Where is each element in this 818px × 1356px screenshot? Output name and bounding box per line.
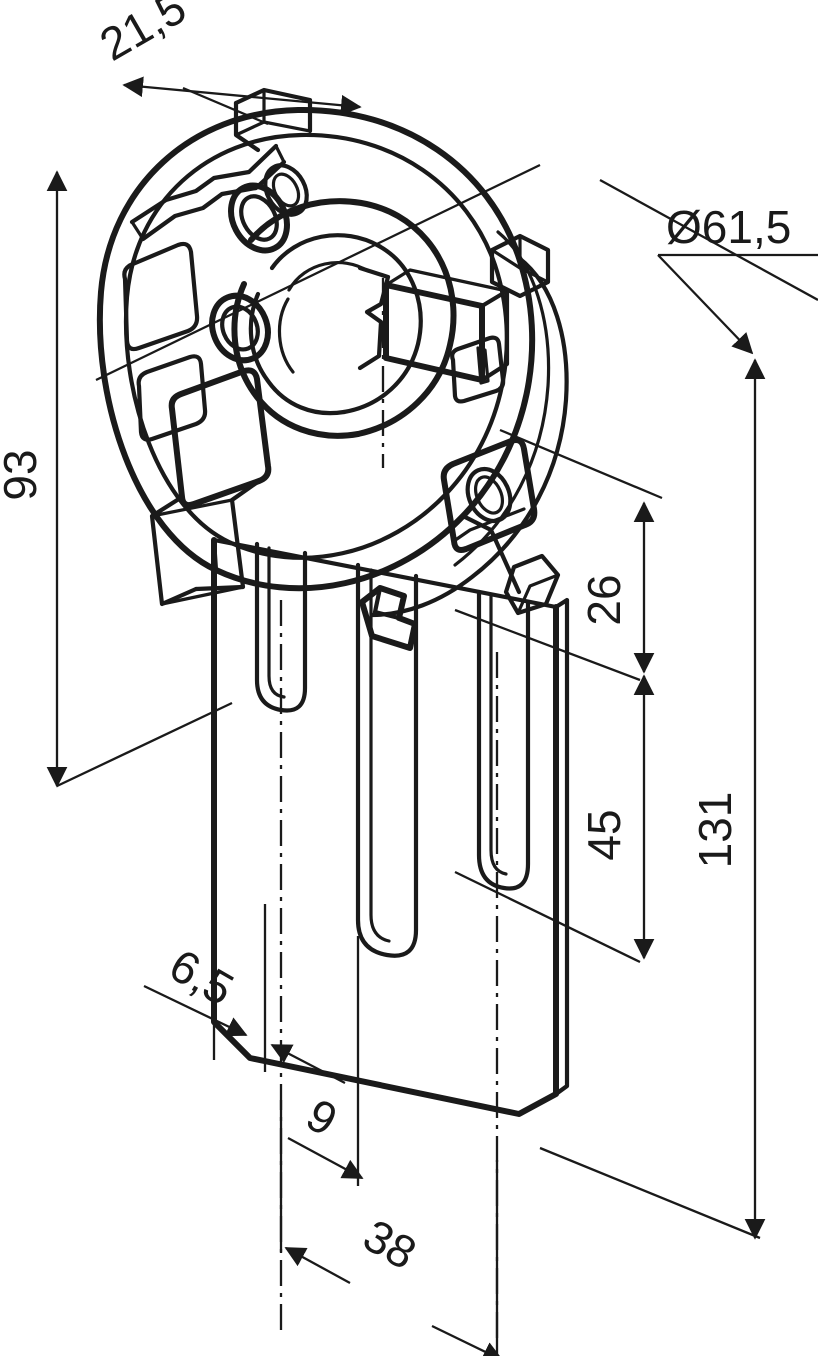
boss-lower [209, 292, 271, 364]
boss-upper-small [263, 163, 309, 217]
central-hub [231, 198, 457, 439]
dimension-label-45: 45 [578, 809, 630, 860]
bottom-latch [359, 585, 418, 651]
dimension-21-5: 21,5 [91, 0, 541, 382]
dimension-93: 93 [0, 170, 233, 788]
left-window-upper [122, 241, 200, 352]
dimension-label-61-5: Ø61,5 [666, 201, 791, 253]
plate-slot-middle [355, 562, 419, 958]
right-oval-window [440, 437, 538, 553]
upper-left-rail [129, 143, 287, 242]
dimension-45: 45 [454, 674, 655, 964]
right-square-window [450, 335, 506, 404]
dimension-label-38: 38 [355, 1209, 425, 1280]
plate-slot-right [476, 589, 531, 891]
dimension-9: 9 [263, 904, 364, 1186]
dimension-label-93: 93 [0, 449, 46, 500]
plate-slot-left [254, 541, 308, 713]
dimension-131: 131 [539, 358, 766, 1240]
dimension-label-6-5: 6,5 [161, 939, 242, 1016]
dimension-26: 26 [454, 428, 663, 682]
right-edge-tab-upper [489, 233, 551, 299]
dimension-label-26: 26 [578, 574, 630, 625]
dimension-label-9: 9 [298, 1088, 346, 1146]
part-geometry [96, 87, 570, 1345]
left-window-lower [136, 354, 208, 442]
boss-upper [228, 182, 290, 254]
right-edge-tab-lower [503, 553, 561, 616]
dimension-61-5: Ø61,5 [599, 178, 818, 355]
dimension-label-21-5: 21,5 [91, 0, 195, 71]
ring-plate-junction [211, 513, 522, 595]
base-mounting-plate [211, 537, 570, 1117]
left-locking-tab [149, 367, 272, 607]
dimension-label-131: 131 [689, 792, 741, 869]
